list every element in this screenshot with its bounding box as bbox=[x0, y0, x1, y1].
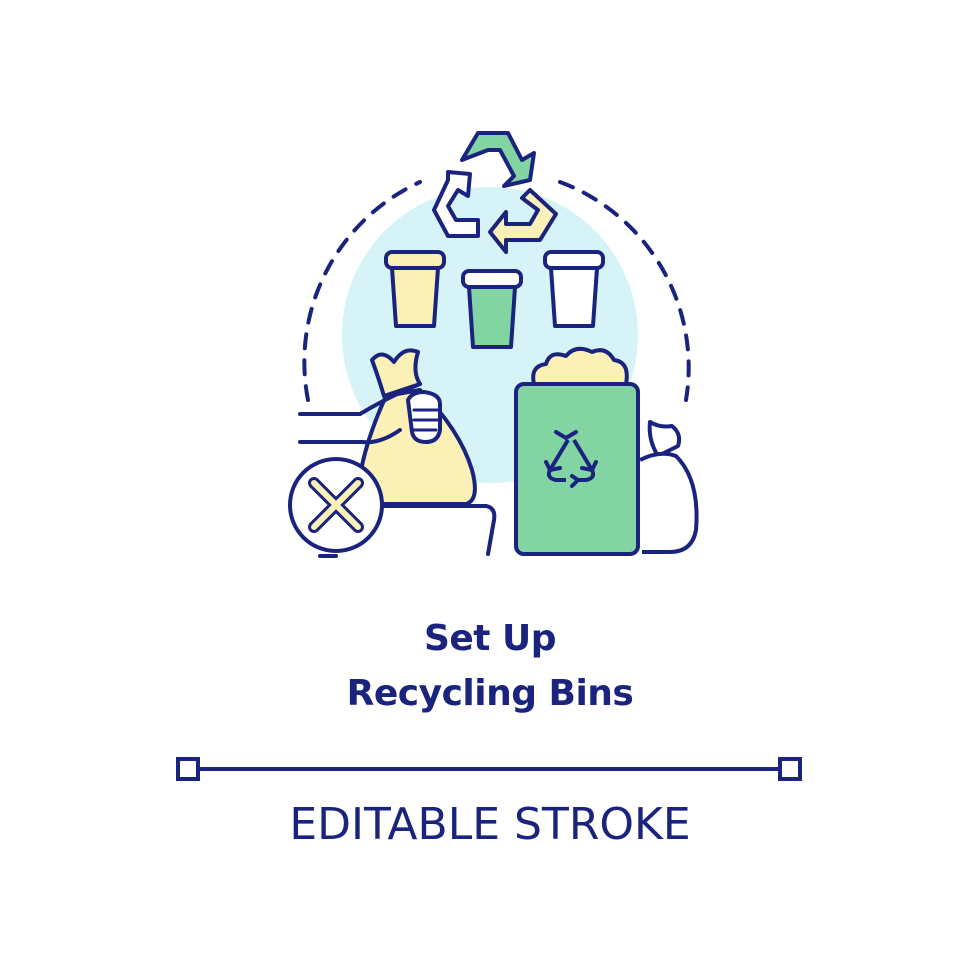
green-bin-icon bbox=[461, 269, 523, 349]
prohibited-x-icon bbox=[288, 457, 384, 553]
recycling-bins-illustration bbox=[288, 131, 699, 558]
title-line-1: Set Up bbox=[423, 618, 557, 659]
editable-stroke-line bbox=[176, 757, 802, 781]
recycling-dumpster-icon bbox=[514, 346, 640, 556]
bin-edge bbox=[378, 504, 497, 556]
garbage-bag-icon bbox=[639, 420, 699, 554]
recycle-symbol-icon bbox=[432, 131, 558, 254]
stroke-handle-left bbox=[176, 757, 200, 781]
yellow-bin-icon bbox=[384, 250, 446, 328]
dashed-arc bbox=[302, 180, 691, 402]
editable-stroke-caption: EDITABLE STROKE bbox=[289, 799, 691, 850]
title-line-2: Recycling Bins bbox=[346, 673, 634, 714]
white-bin-icon bbox=[543, 250, 605, 328]
stroke-handle-right bbox=[778, 757, 802, 781]
